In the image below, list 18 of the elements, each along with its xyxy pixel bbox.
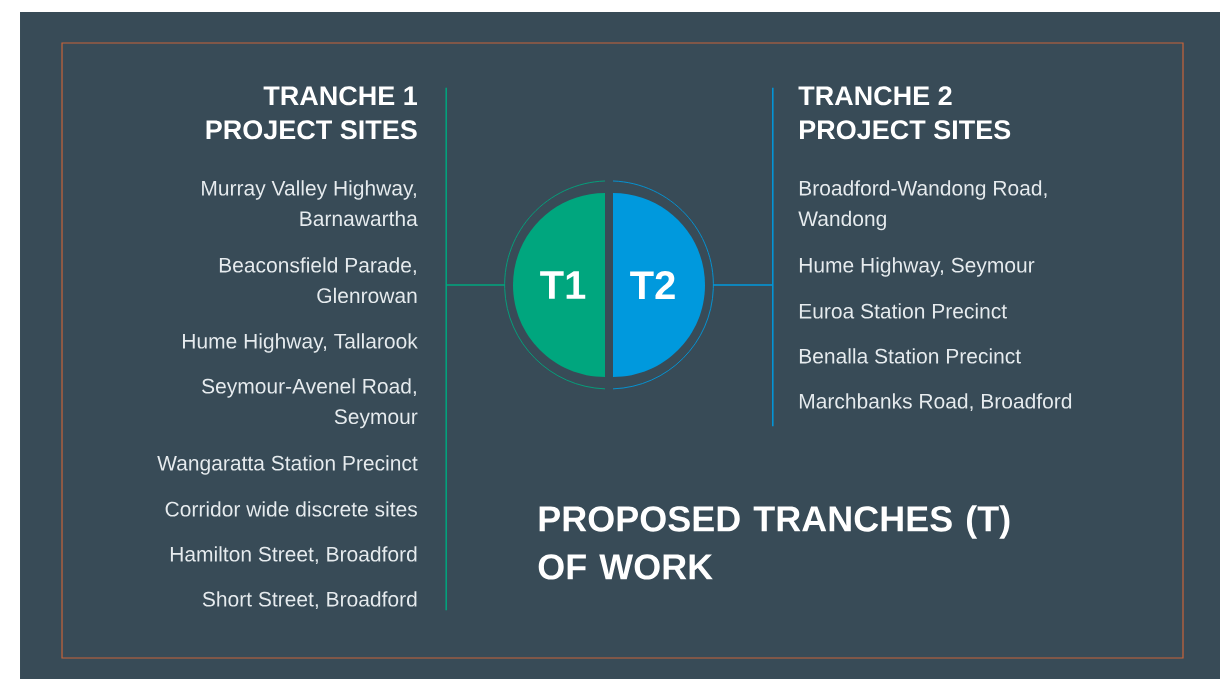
site-name: Marchbanks Road, Broadford	[799, 393, 1072, 412]
column-heading: TRANCHE 1 PROJECT SITES	[206, 86, 417, 140]
site-name: Beaconsfield Parade, Glenrowan	[219, 257, 417, 304]
site-name: Short Street, Broadford	[202, 591, 417, 610]
site-name: Hume Highway, Tallarook	[183, 333, 418, 353]
site-name: Corridor wide discrete sites	[165, 501, 417, 517]
connector	[712, 284, 774, 286]
site-name: Murray Valley Highway, Barnawartha	[202, 180, 418, 227]
site-name: Benalla Station Precinct	[799, 348, 1021, 364]
column-heading: TRANCHE 2 PROJECT SITES	[798, 86, 1011, 140]
title: PROPOSED TRANCHES (T) OF WORK	[538, 505, 1010, 580]
site-name: Hume Highway, Seymour	[799, 257, 1035, 277]
site-name: Broadford-Wandong Road, Wandong	[798, 180, 1047, 231]
site-name: Euroa Station Precinct	[799, 303, 1007, 319]
site-name: Seymour-Avenel Road, Seymour	[202, 378, 418, 429]
site-name: Hamilton Street, Broadford	[170, 546, 417, 565]
connector	[445, 284, 506, 286]
site-name: Wangaratta Station Precinct	[157, 455, 418, 475]
